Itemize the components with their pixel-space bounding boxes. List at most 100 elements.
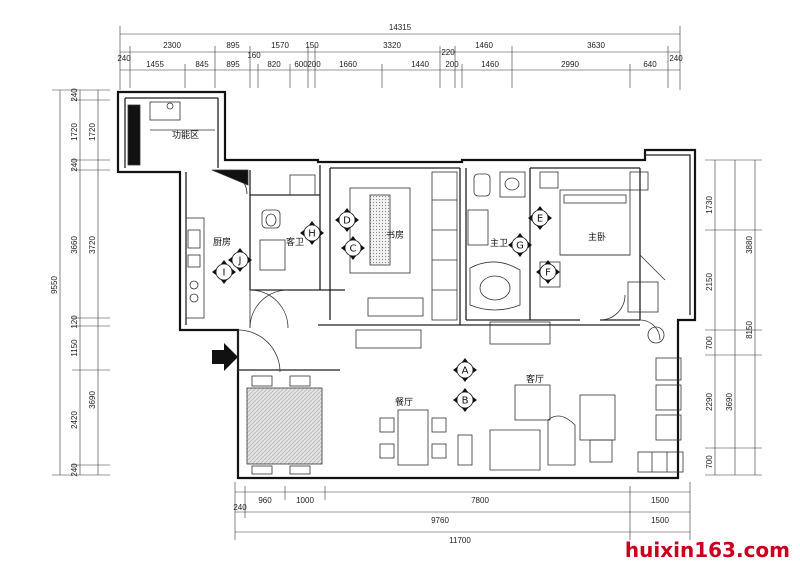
right-dimension-lines xyxy=(705,159,762,476)
svg-text:1000: 1000 xyxy=(296,496,314,505)
view-marker-h: H xyxy=(300,221,324,245)
dim-left-outer: 240 1720 240 3660 120 1150 2420 240 xyxy=(70,88,79,477)
svg-text:240: 240 xyxy=(70,88,79,102)
master-bedroom-fixtures xyxy=(489,171,666,345)
svg-text:600: 600 xyxy=(294,60,308,69)
svg-text:1720: 1720 xyxy=(70,123,79,141)
view-marker-i: I xyxy=(212,260,236,284)
svg-text:7800: 7800 xyxy=(471,496,489,505)
svg-text:1500: 1500 xyxy=(651,516,669,525)
svg-text:3660: 3660 xyxy=(70,236,79,254)
view-marker-f: F xyxy=(536,260,560,284)
svg-text:1460: 1460 xyxy=(481,60,499,69)
kitchen-fixtures xyxy=(185,217,205,319)
svg-text:I: I xyxy=(223,268,226,279)
svg-text:845: 845 xyxy=(195,60,209,69)
svg-text:150: 150 xyxy=(305,41,319,50)
view-marker-e: E xyxy=(528,206,552,230)
svg-text:C: C xyxy=(350,244,357,255)
svg-text:895: 895 xyxy=(226,60,240,69)
svg-text:240: 240 xyxy=(70,463,79,477)
svg-text:1720: 1720 xyxy=(88,123,97,141)
living-fixtures xyxy=(489,384,616,471)
svg-text:700: 700 xyxy=(705,455,714,469)
room-label-kitchen: 厨房 xyxy=(213,236,231,248)
room-label-master-bedroom: 主卧 xyxy=(588,231,606,243)
svg-text:1660: 1660 xyxy=(339,60,357,69)
svg-text:2290: 2290 xyxy=(705,393,714,411)
top-dimension-lines xyxy=(119,26,681,90)
svg-text:1500: 1500 xyxy=(651,496,669,505)
room-label-master-bath: 主卫 xyxy=(490,237,508,249)
view-marker-g: G xyxy=(508,233,532,257)
balcony-fixtures xyxy=(637,326,684,473)
svg-text:1730: 1730 xyxy=(705,196,714,214)
svg-text:700: 700 xyxy=(705,336,714,350)
svg-text:200: 200 xyxy=(445,60,459,69)
svg-text:G: G xyxy=(516,241,524,252)
svg-text:2300: 2300 xyxy=(163,41,181,50)
svg-text:120: 120 xyxy=(70,315,79,329)
svg-text:1440: 1440 xyxy=(411,60,429,69)
dim-bottom-row1: 240 960 1000 7800 1500 xyxy=(233,496,669,512)
svg-text:J: J xyxy=(238,256,242,267)
room-label-function-area: 功能区 xyxy=(172,129,199,141)
view-marker-j: J xyxy=(228,248,252,272)
svg-text:1455: 1455 xyxy=(146,60,164,69)
svg-text:200: 200 xyxy=(307,60,321,69)
svg-text:2150: 2150 xyxy=(705,273,714,291)
svg-text:3320: 3320 xyxy=(383,41,401,50)
room-label-guest-bath: 客卫 xyxy=(286,236,304,248)
dim-top-row2: 1455 845 895 160 820 600 200 1660 1440 2… xyxy=(146,51,657,69)
dim-right-total: 8150 xyxy=(745,321,754,339)
svg-text:1460: 1460 xyxy=(475,41,493,50)
dim-top-row1: 240 2300 895 1570 150 3320 220 1460 3630… xyxy=(117,41,683,63)
svg-text:895: 895 xyxy=(226,41,240,50)
guest-bath-fixtures xyxy=(259,174,316,271)
svg-text:240: 240 xyxy=(117,54,131,63)
door-swings xyxy=(224,171,661,373)
svg-text:B: B xyxy=(462,396,469,407)
svg-text:1150: 1150 xyxy=(70,339,79,357)
svg-text:3880: 3880 xyxy=(745,236,754,254)
left-dimension-lines xyxy=(52,89,110,476)
view-marker-c: C xyxy=(341,236,365,260)
room-label-dining-room: 餐厅 xyxy=(395,396,413,408)
dim-left-total: 9550 xyxy=(50,276,59,294)
dim-right-inner: 1730 3880 2150 700 2290 3690 700 xyxy=(705,196,754,469)
svg-text:E: E xyxy=(537,214,543,225)
svg-text:F: F xyxy=(545,268,551,279)
room-label-study: 书房 xyxy=(386,229,404,241)
bottom-dimension-lines xyxy=(234,482,691,540)
walls xyxy=(116,90,697,480)
master-bath-fixtures xyxy=(467,171,526,311)
svg-text:3690: 3690 xyxy=(88,391,97,409)
room-label-living-room: 客厅 xyxy=(526,373,544,385)
dining-fixtures xyxy=(355,329,473,466)
svg-text:3720: 3720 xyxy=(88,236,97,254)
svg-text:240: 240 xyxy=(233,503,247,512)
svg-text:640: 640 xyxy=(643,60,657,69)
svg-text:2990: 2990 xyxy=(561,60,579,69)
dim-bottom-total: 11700 xyxy=(449,536,471,545)
dim-left-inner: 1720 3720 3690 xyxy=(88,123,97,409)
kids-room-fixtures xyxy=(246,375,323,475)
svg-text:H: H xyxy=(308,229,316,240)
svg-text:240: 240 xyxy=(70,158,79,172)
view-marker-d: D xyxy=(335,208,359,232)
study-fixtures xyxy=(349,171,458,321)
svg-text:3690: 3690 xyxy=(725,393,734,411)
view-marker-a: A xyxy=(453,358,477,382)
view-marker-b: B xyxy=(453,388,477,412)
svg-text:2420: 2420 xyxy=(70,411,79,429)
watermark-text: huixin163.com xyxy=(625,538,790,562)
entrance-arrow-icon xyxy=(212,343,238,371)
view-markers: A B C D E F G xyxy=(212,206,560,412)
svg-text:1570: 1570 xyxy=(271,41,289,50)
dim-bottom-row2: 9760 1500 xyxy=(431,516,669,525)
svg-text:D: D xyxy=(343,216,351,227)
dim-overall-top: 14315 xyxy=(389,23,412,32)
svg-text:220: 220 xyxy=(441,48,455,57)
svg-text:3630: 3630 xyxy=(587,41,605,50)
